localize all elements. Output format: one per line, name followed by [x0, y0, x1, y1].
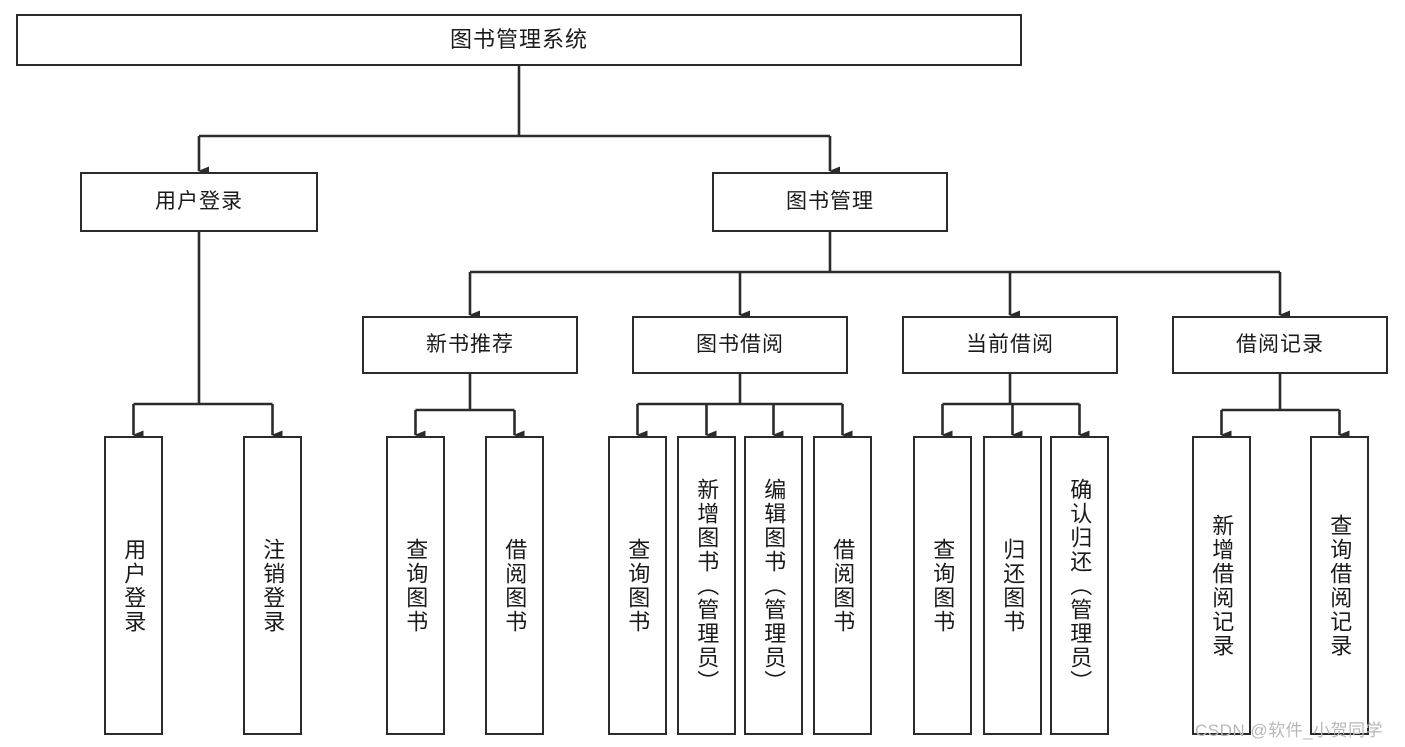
node-l-confirm[interactable]: 确认归还（管理员） [1050, 436, 1109, 735]
node-l-borrow2[interactable]: 借阅图书 [813, 436, 872, 735]
node-l-login[interactable]: 用户登录 [104, 436, 163, 735]
node-label: 借阅图书 [502, 537, 528, 634]
node-l-add[interactable]: 新增图书（管理员） [677, 436, 736, 735]
node-l-query2[interactable]: 查询图书 [608, 436, 667, 735]
node-root[interactable]: 图书管理系统 [16, 14, 1022, 66]
node-label: 新书推荐 [426, 332, 514, 356]
node-l-borrow1[interactable]: 借阅图书 [485, 436, 544, 735]
node-label: 用户登录 [121, 537, 147, 634]
node-label: 当前借阅 [966, 332, 1054, 356]
node-label: 注销登录 [260, 537, 286, 634]
node-l-query3[interactable]: 查询图书 [913, 436, 972, 735]
node-l-addrec[interactable]: 新增借阅记录 [1192, 436, 1251, 735]
node-label: 归还图书 [1000, 537, 1026, 634]
node-label: 查询借阅记录 [1327, 513, 1353, 658]
node-label: 新增借阅记录 [1209, 513, 1235, 658]
node-bookmgmt[interactable]: 图书管理 [712, 172, 948, 232]
node-label: 编辑图书（管理员） [761, 477, 787, 694]
node-label: 新增图书（管理员） [694, 477, 720, 694]
node-label: 查询图书 [403, 537, 429, 634]
node-current[interactable]: 当前借阅 [902, 316, 1118, 374]
node-label: 图书借阅 [696, 332, 784, 356]
node-label: 借阅记录 [1236, 332, 1324, 356]
node-l-edit[interactable]: 编辑图书（管理员） [744, 436, 803, 735]
node-l-logout[interactable]: 注销登录 [243, 436, 302, 735]
node-label: 图书管理 [786, 189, 874, 213]
node-label: 查询图书 [930, 537, 956, 634]
node-history[interactable]: 借阅记录 [1172, 316, 1388, 374]
node-label: 图书管理系统 [449, 27, 588, 53]
node-label: 查询图书 [625, 537, 651, 634]
node-l-query1[interactable]: 查询图书 [386, 436, 445, 735]
node-l-queryrec[interactable]: 查询借阅记录 [1310, 436, 1369, 735]
node-label: 借阅图书 [830, 537, 856, 634]
node-l-return[interactable]: 归还图书 [983, 436, 1042, 735]
node-label: 用户登录 [155, 189, 243, 213]
node-newrec[interactable]: 新书推荐 [362, 316, 578, 374]
node-borrow[interactable]: 图书借阅 [632, 316, 848, 374]
node-label: 确认归还（管理员） [1067, 477, 1093, 694]
node-login[interactable]: 用户登录 [80, 172, 318, 232]
csdn-watermark: CSDN @软件_小贺同学 [1195, 721, 1384, 740]
connector-lines [132, 66, 1350, 440]
